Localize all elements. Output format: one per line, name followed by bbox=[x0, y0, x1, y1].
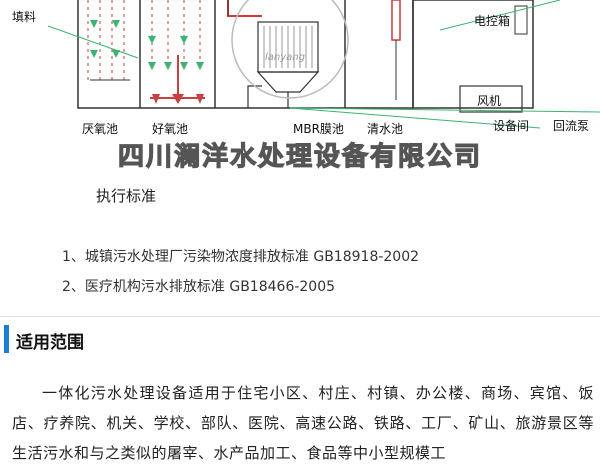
scope-title: 适用范围 bbox=[16, 333, 84, 353]
leader-lines bbox=[47, 0, 600, 129]
label-aerobic-tank: 好氧池 bbox=[152, 122, 189, 136]
standard-item-1: 1、城镇污水处理厂污染物浓度排放标准 GB18918-2002 bbox=[62, 249, 420, 265]
watermark-circle bbox=[231, 0, 349, 99]
label-control-box: 电控箱 bbox=[474, 14, 511, 28]
company-name: 四川澜洋水处理设备有限公司 bbox=[117, 141, 482, 172]
process-diagram-svg bbox=[47, 0, 600, 129]
watermark-text: lanyang bbox=[265, 52, 305, 63]
label-mbr-tank: MBR膜池 bbox=[293, 122, 344, 136]
section-divider bbox=[0, 316, 600, 317]
label-blower: 风机 bbox=[477, 94, 502, 108]
label-filler: 填料 bbox=[12, 10, 37, 24]
equipment-room-box bbox=[412, 0, 534, 109]
filler-lines bbox=[87, 0, 201, 80]
process-diagram: 填料 厌氧池 好氧池 MBR膜池 清水池 电控箱 风机 设备间 回流泵 lany… bbox=[0, 0, 600, 180]
label-equipment-room: 设备间 bbox=[493, 119, 530, 133]
aerator bbox=[150, 55, 205, 104]
section-accent-bar bbox=[4, 325, 9, 353]
standards-heading: 执行标准 bbox=[96, 187, 157, 205]
standard-item-2: 2、医疗机构污水排放标准 GB18466-2005 bbox=[62, 279, 336, 295]
label-clear-water-tank: 清水池 bbox=[367, 122, 404, 136]
aeration-arrows bbox=[90, 20, 204, 70]
label-return-pump: 回流泵 bbox=[553, 119, 590, 133]
blower-box bbox=[459, 85, 523, 113]
label-anoxic-tank: 厌氧池 bbox=[82, 122, 119, 136]
scope-paragraph: 一体化污水处理设备适用于住宅小区、村庄、村镇、办公楼、商场、宾馆、饭店、疗养院、… bbox=[12, 384, 594, 462]
